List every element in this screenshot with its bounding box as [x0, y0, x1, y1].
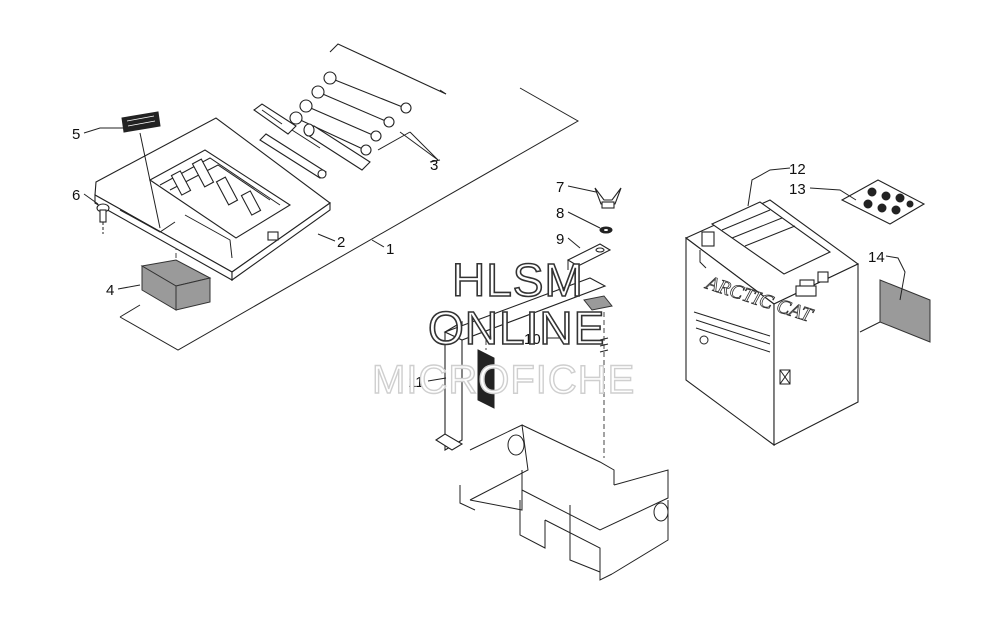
battery-bracket: [434, 277, 613, 458]
callout-1: 1: [386, 241, 394, 258]
callout-numbers: 1 2 3 4 5 6 7 8 9 10 11 12 13 14: [72, 126, 885, 391]
foam-block: [140, 248, 212, 311]
battery: ARCTIC CAT: [684, 199, 860, 447]
hold-down-strap: [566, 243, 612, 270]
callout-9: 9: [556, 231, 564, 248]
callout-7: 7: [556, 179, 564, 196]
screw: [96, 203, 110, 234]
callout-10: 10: [524, 331, 541, 348]
callout-13: 13: [789, 181, 806, 198]
callout-3: 3: [430, 157, 438, 174]
wing-nut: [594, 187, 622, 209]
callout-2: 2: [337, 234, 345, 251]
tool-kit-decal: [121, 111, 161, 133]
callout-8: 8: [556, 205, 564, 222]
washer: [599, 226, 613, 234]
callout-11: 11: [408, 374, 424, 391]
callout-14: 14: [868, 249, 885, 266]
callout-4: 4: [106, 282, 114, 299]
battery-warning-label: [879, 279, 931, 343]
callout-6: 6: [72, 187, 80, 204]
tool-tray: [94, 117, 331, 282]
callout-12: 12: [789, 161, 806, 178]
watermark-line-3: MICROFICHE: [372, 358, 635, 402]
battery-tray-frame: [459, 424, 669, 581]
callout-5: 5: [72, 126, 80, 143]
battery-hardware-kit: [840, 179, 926, 225]
watermark-line-2: ONLINE: [428, 302, 605, 354]
watermark: HLSM ONLINE MICROFICHE: [371, 253, 635, 403]
leader-lines: [83, 127, 906, 382]
watermark-line-1: HLSM: [452, 254, 584, 306]
tool-kit-group-frame: [119, 87, 580, 351]
tool-set: [253, 43, 447, 179]
